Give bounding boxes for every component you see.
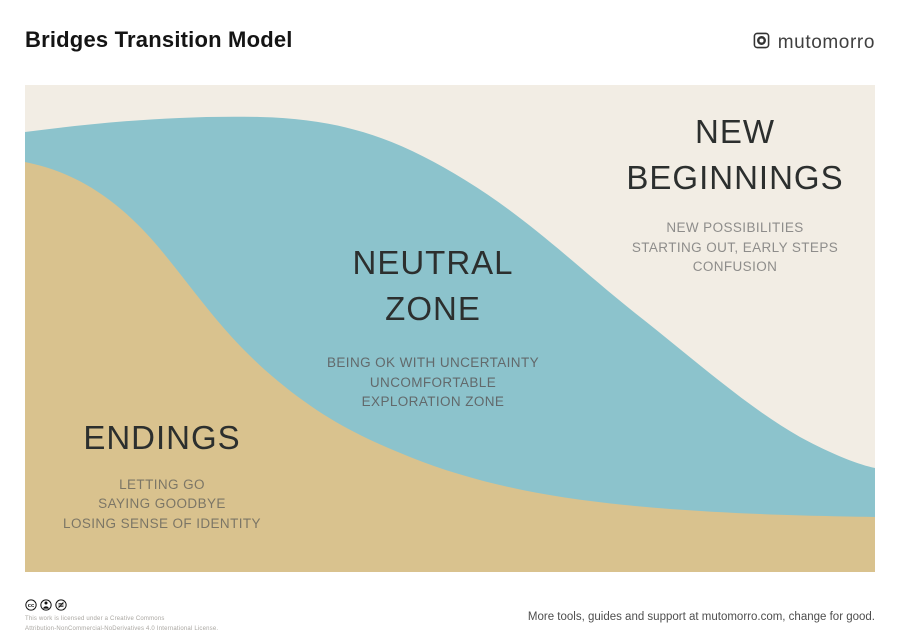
support-text: More tools, guides and support at mutomo…: [527, 611, 875, 623]
header: Bridges Transition Model mutomorro: [0, 0, 900, 85]
svg-text:cc: cc: [28, 603, 35, 609]
mutomorro-logo-icon: [753, 32, 770, 54]
attribution-icon: [40, 599, 52, 611]
footer: cc This work is licensed under a Creativ…: [0, 572, 900, 636]
transition-diagram: NEW BEGINNINGS NEW POSSIBILITIES STARTIN…: [25, 85, 875, 572]
zone-endings-description: LETTING GO SAYING GOODBYE LOSING SENSE O…: [63, 477, 261, 531]
cc-icon: cc: [25, 599, 37, 611]
wave-shapes: [25, 85, 875, 572]
zone-new-beginnings: NEW BEGINNINGS NEW POSSIBILITIES STARTIN…: [570, 109, 900, 276]
zone-neutral-description: BEING OK WITH UNCERTAINTY UNCOMFORTABLE …: [326, 355, 539, 409]
license-text: This work is licensed under a Creative C…: [25, 616, 219, 632]
no-derivatives-icon: [55, 599, 67, 611]
zone-endings: ENDINGS LETTING GO SAYING GOODBYE LOSING…: [12, 415, 312, 533]
zone-neutral-title: NEUTRAL ZONE: [352, 244, 514, 328]
endings-shape: [25, 162, 875, 572]
brand-logo: mutomorro: [753, 32, 875, 54]
zone-neutral: NEUTRAL ZONE BEING OK WITH UNCERTAINTY U…: [253, 240, 613, 411]
license-block: cc This work is licensed under a Creativ…: [25, 599, 218, 634]
page-title: Bridges Transition Model: [25, 27, 293, 52]
zone-new-beginnings-title: NEW BEGINNINGS: [626, 113, 844, 197]
license-icons: cc: [25, 599, 218, 611]
zone-endings-title: ENDINGS: [83, 419, 241, 456]
zone-new-beginnings-description: NEW POSSIBILITIES STARTING OUT, EARLY ST…: [631, 220, 839, 274]
brand-name: mutomorro: [777, 32, 875, 53]
